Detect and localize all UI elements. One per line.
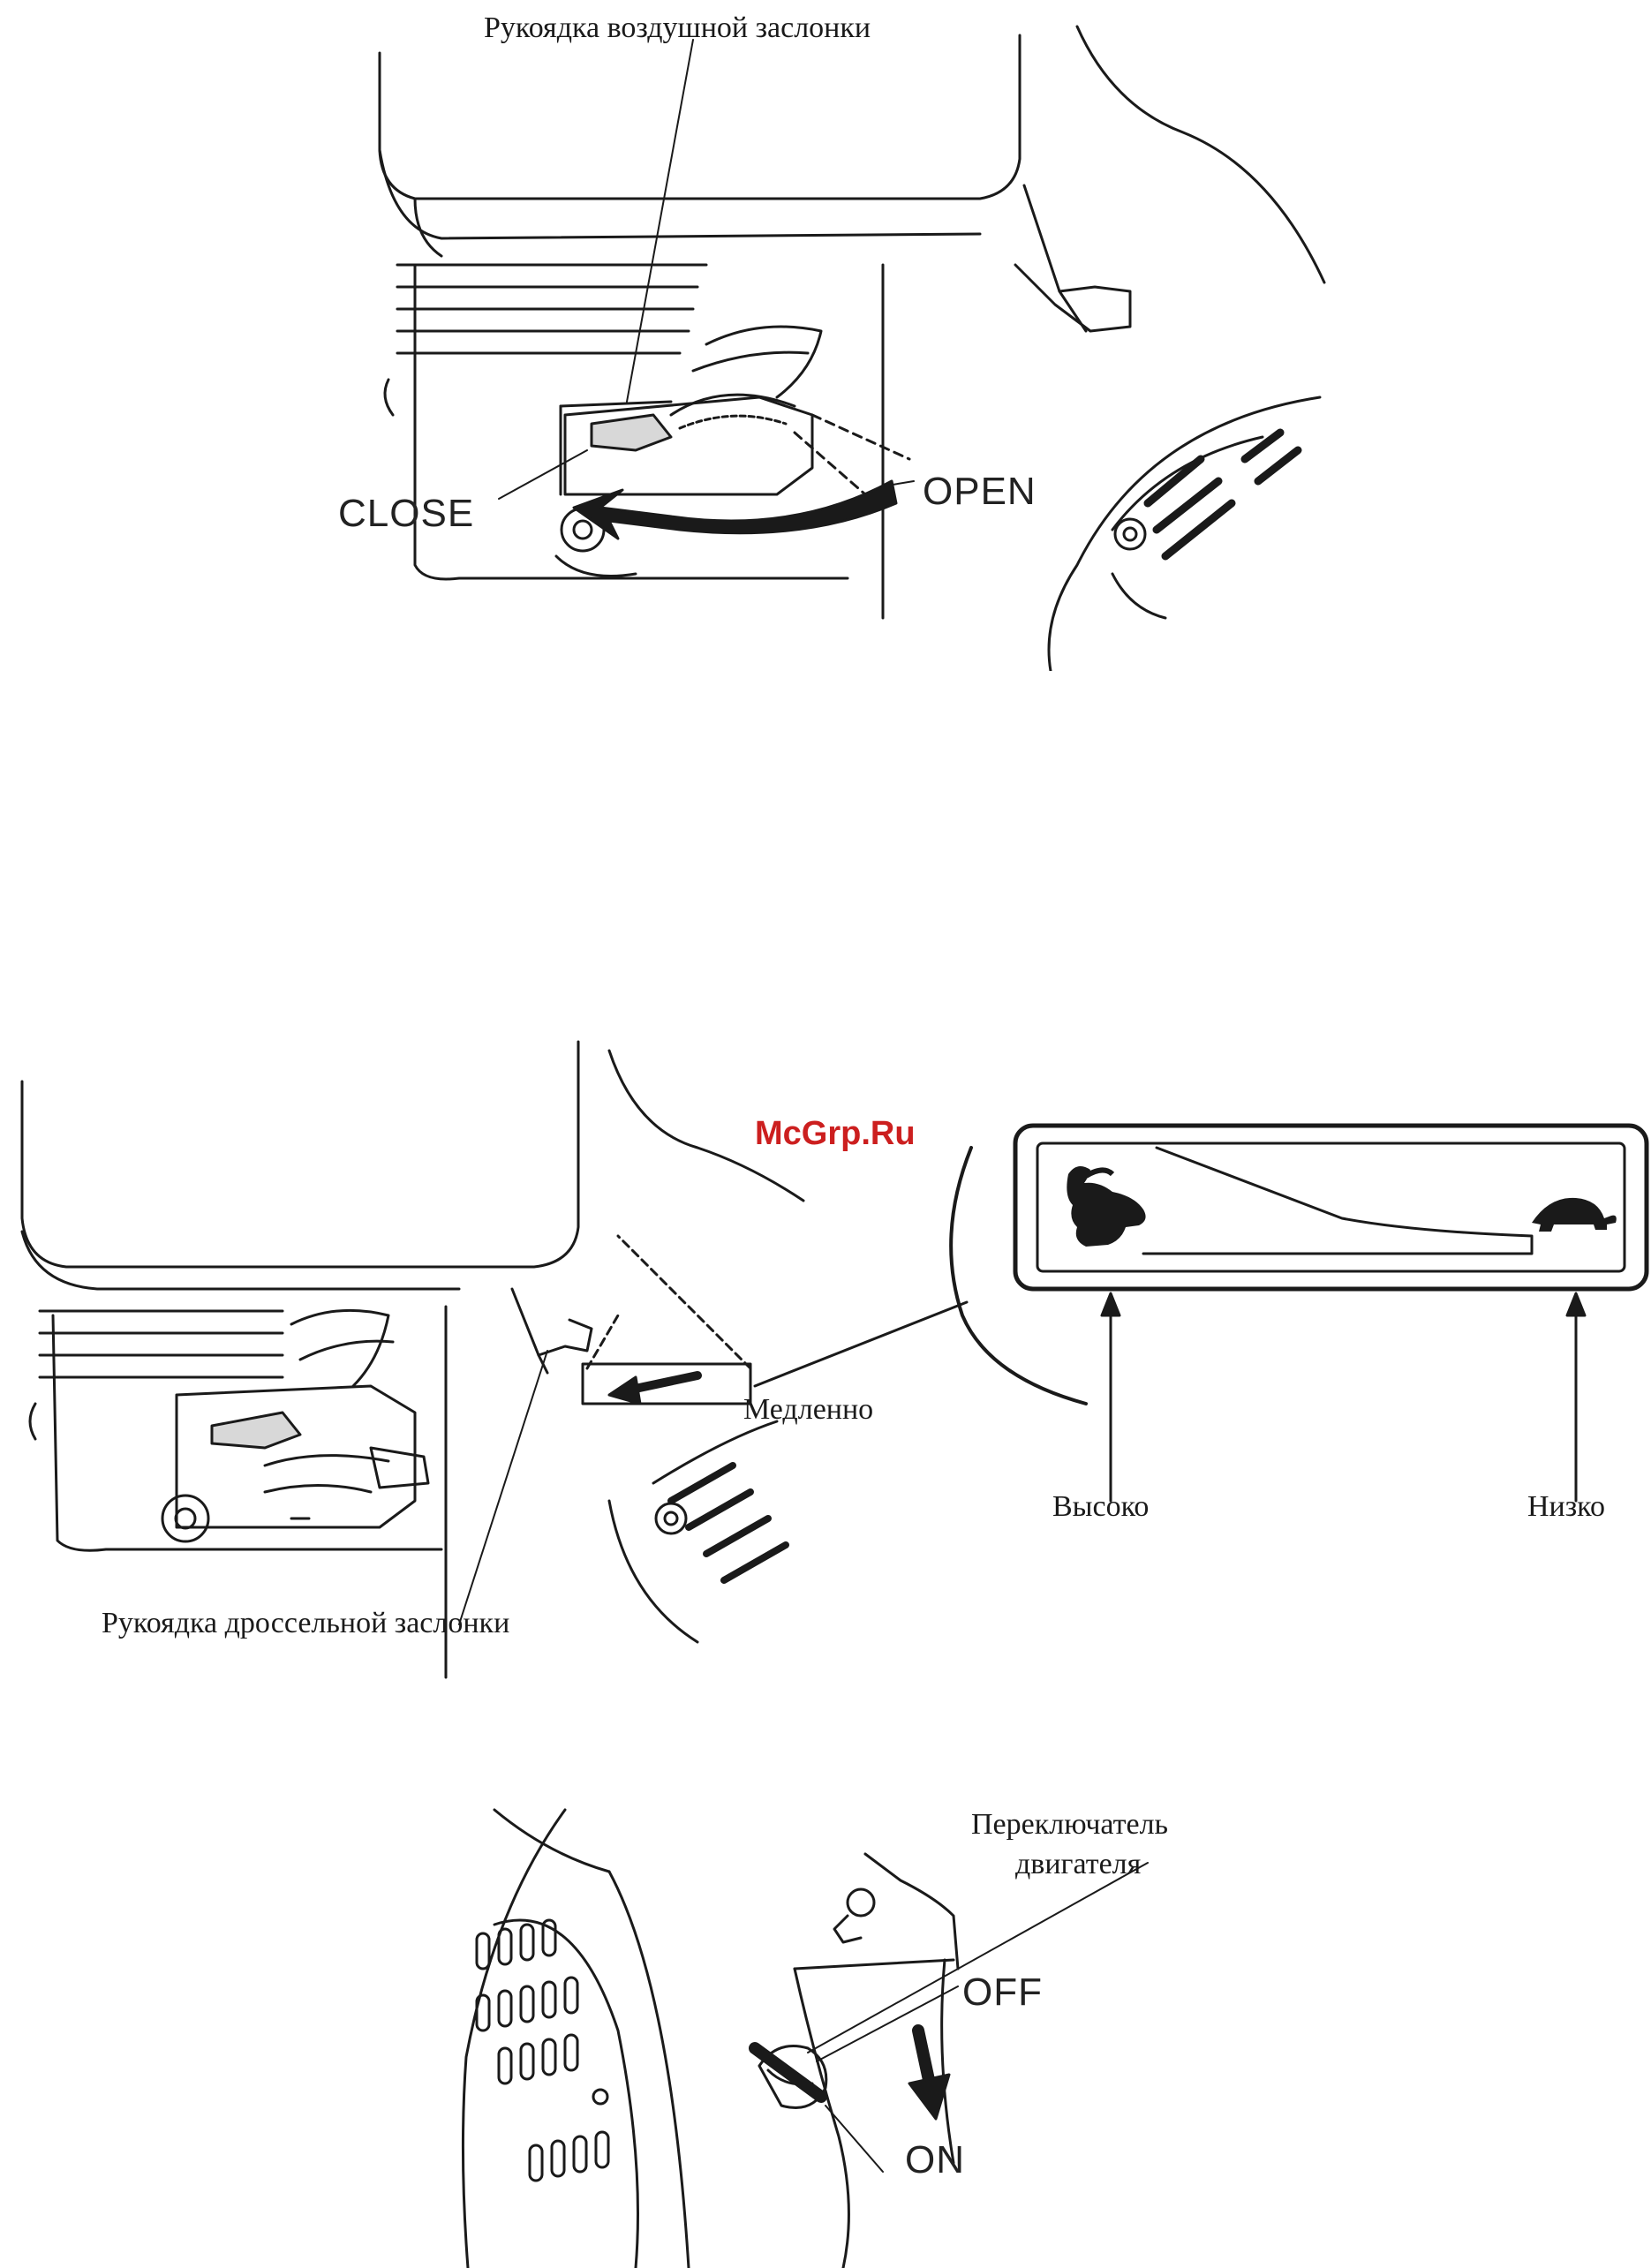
engine-switch-off-label: OFF [962,1973,1043,2012]
engine-switch-label-line1: Переключатель [971,1810,1168,1840]
engine-switch-on-label: ON [905,2141,965,2180]
engine-switch-label-line2: двигателя [1015,1850,1141,1880]
